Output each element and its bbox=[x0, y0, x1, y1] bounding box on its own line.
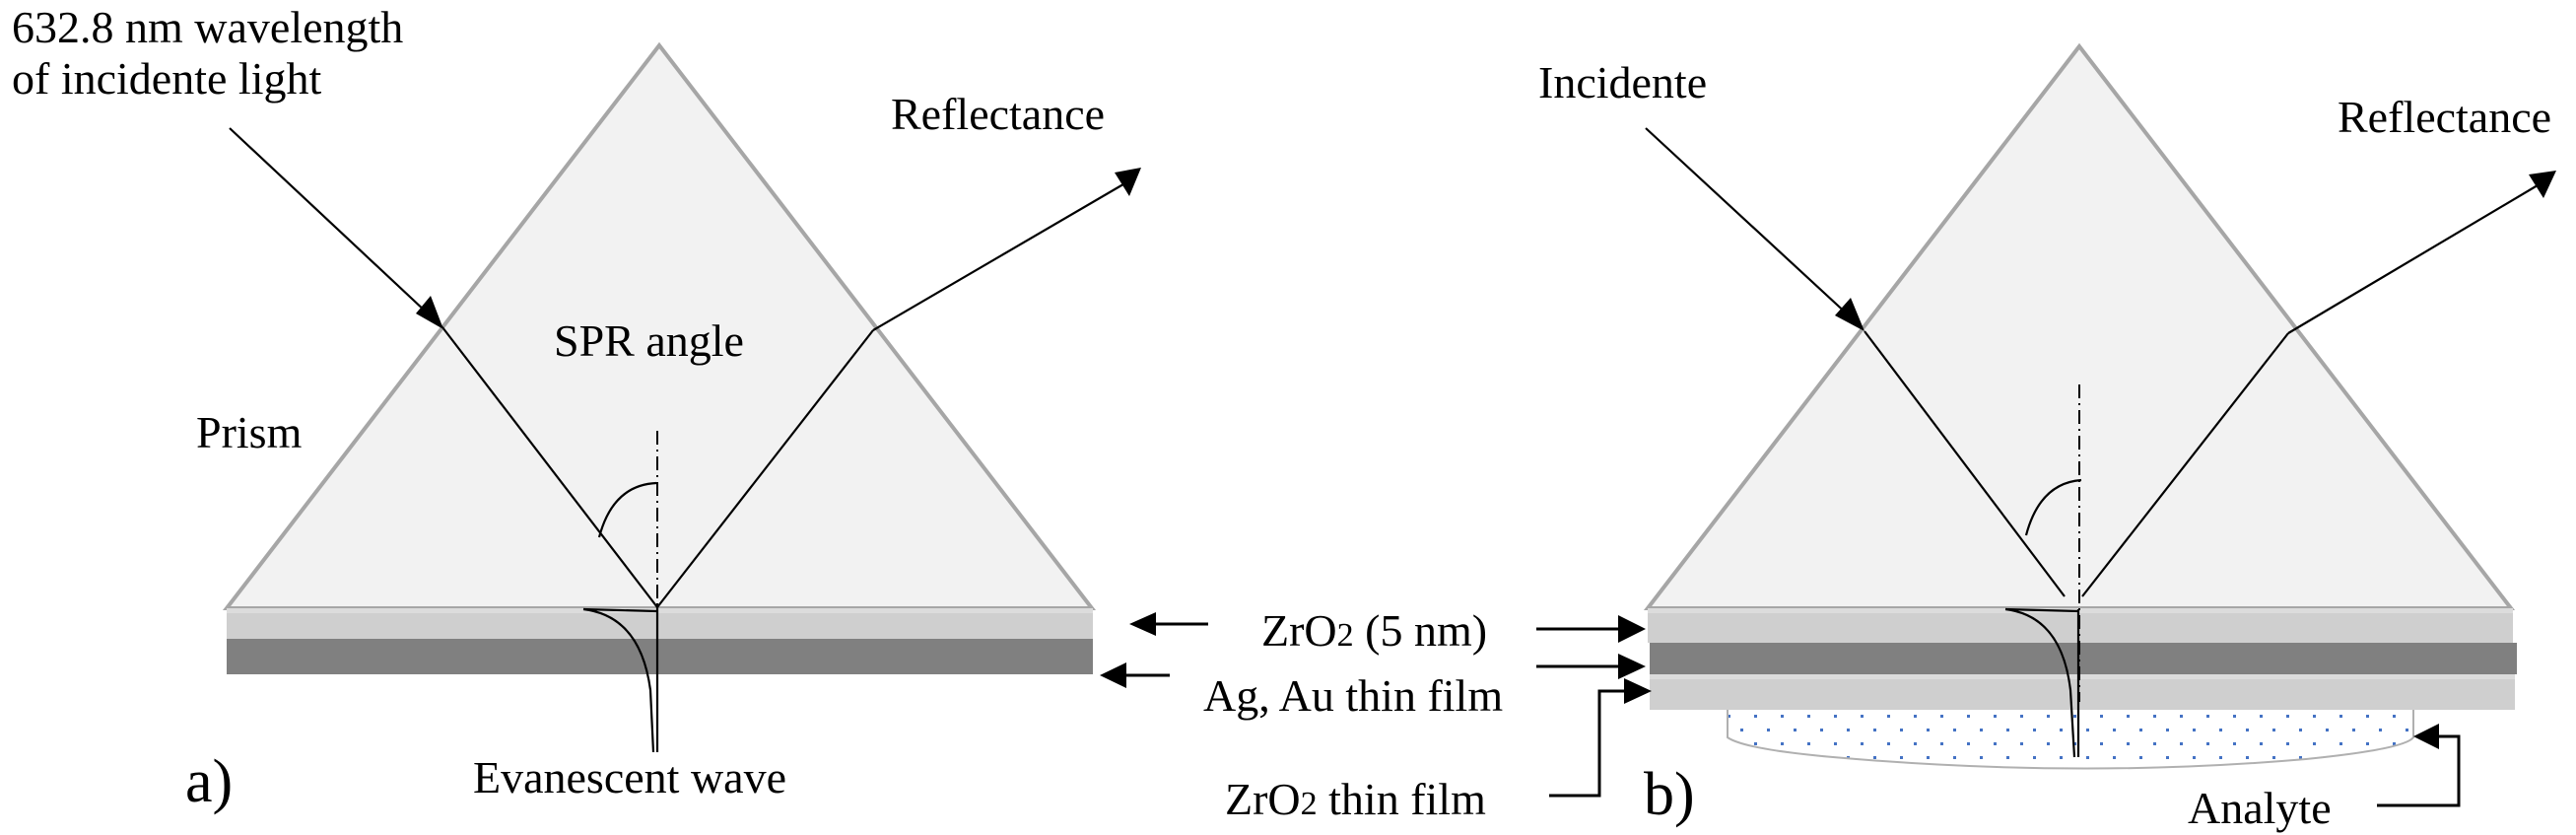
incident-label-b: Incidente bbox=[1538, 57, 1707, 107]
metal-layer-b bbox=[1650, 643, 2517, 674]
panel-a-label: a) bbox=[185, 748, 233, 815]
refracted-ray-a bbox=[441, 326, 658, 608]
reflectance-arrowhead-a bbox=[1115, 168, 1141, 196]
pointer-zro2-thin-b bbox=[1549, 689, 1626, 798]
pointer-metal-a-head bbox=[1100, 662, 1126, 688]
spr-angle-label: SPR angle bbox=[554, 315, 744, 366]
evanescent-wave-b bbox=[2004, 607, 2080, 758]
refracted-ray-b bbox=[1864, 330, 2066, 597]
evanescent-wave-a bbox=[582, 607, 659, 753]
zro2-layer-a bbox=[227, 608, 1093, 639]
pointer-zro2-b-head bbox=[1618, 615, 1646, 643]
spr-angle-arc-a bbox=[597, 481, 657, 538]
panel-b: Incidente Reflectance Analyte b) bbox=[1536, 42, 2556, 833]
zro2-layer-b-bottom bbox=[1650, 674, 2515, 710]
reflectance-ray-a bbox=[872, 180, 1129, 331]
spr-angle-arc-b bbox=[2024, 478, 2082, 536]
analyte-label: Analyte bbox=[2188, 783, 2332, 833]
reflected-ray-b bbox=[2081, 332, 2289, 597]
pointer-zro2-a-head bbox=[1129, 612, 1156, 636]
pointer-zro2-thin-b-head bbox=[1624, 678, 1652, 704]
prism-label: Prism bbox=[196, 407, 303, 457]
zro2-layer-b-bottom-highlight bbox=[1650, 674, 2515, 679]
reflected-ray-a bbox=[656, 329, 874, 608]
pointer-metal-b-head bbox=[1618, 654, 1646, 679]
reflectance-label-b: Reflectance bbox=[2338, 92, 2551, 142]
reflectance-ray-b bbox=[2287, 181, 2543, 334]
metal-film-label: Ag, Au thin film bbox=[1203, 670, 1503, 721]
metal-layer-a bbox=[227, 639, 1093, 674]
incident-label-line2: of incidente light bbox=[12, 53, 321, 104]
incident-ray-b bbox=[1645, 127, 1864, 329]
zro2-thin-film-label: ZrO2 thin film bbox=[1225, 774, 1486, 824]
pointer-analyte-head bbox=[2413, 724, 2439, 749]
incident-arrowhead-a bbox=[416, 296, 443, 329]
zro2-5nm-label: ZrO2 (5 nm) bbox=[1261, 605, 1487, 656]
reflectance-label-a: Reflectance bbox=[891, 89, 1105, 139]
panel-b-label: b) bbox=[1644, 761, 1695, 828]
incident-label-line1: 632.8 nm wavelength bbox=[12, 2, 403, 52]
incident-ray-a bbox=[229, 127, 443, 328]
zro2-layer-a-highlight bbox=[227, 608, 1093, 613]
analyte-region bbox=[1727, 708, 2414, 770]
panel-a: 632.8 nm wavelength of incidente light R… bbox=[12, 2, 1208, 815]
layer-labels: ZrO2 (5 nm) Ag, Au thin film ZrO2 thin f… bbox=[1203, 605, 1503, 824]
incident-arrowhead-b bbox=[1835, 298, 1864, 331]
zro2-layer-b-top-highlight bbox=[1648, 608, 2513, 613]
pointer-analyte bbox=[2377, 734, 2461, 807]
reflectance-arrowhead-b bbox=[2529, 171, 2556, 198]
evanescent-wave-label: Evanescent wave bbox=[473, 752, 786, 802]
